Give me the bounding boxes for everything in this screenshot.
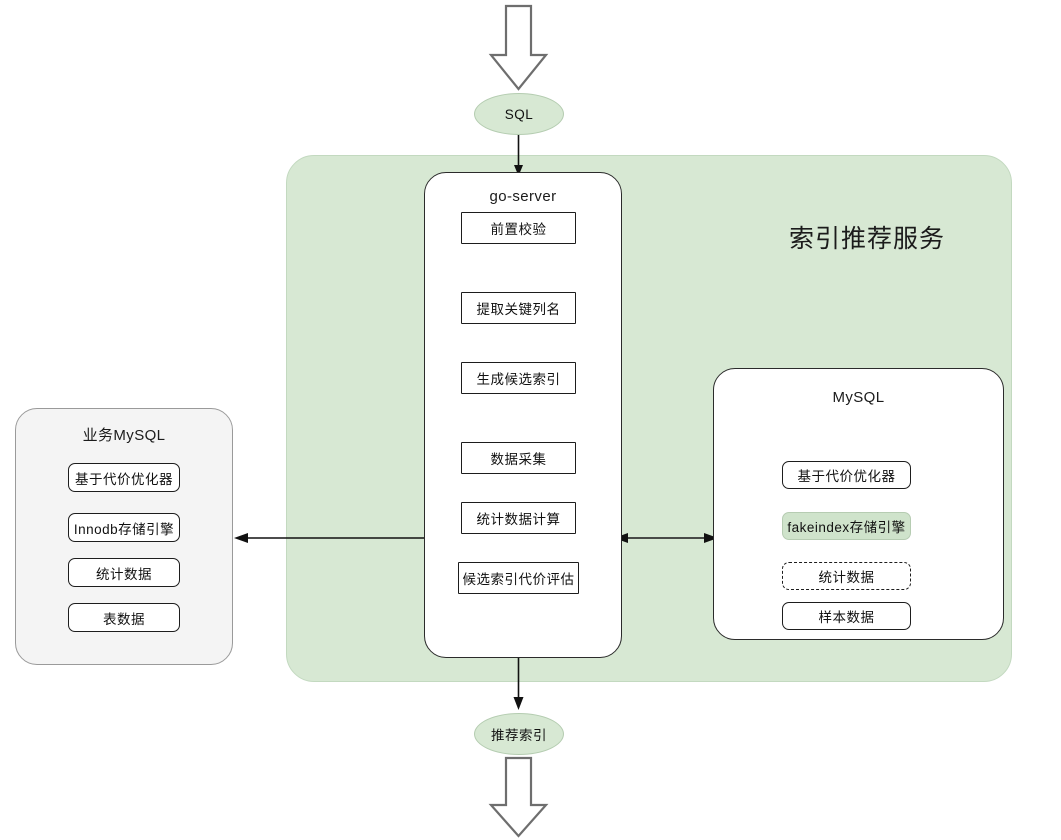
step-label: 提取关键列名 — [476, 302, 561, 317]
step-data-collection[interactable]: 数据采集 — [461, 442, 576, 474]
step-candidate-index-cost-evaluation[interactable]: 候选索引代价评估 — [458, 562, 579, 594]
business-mysql-item-cost-optimizer[interactable]: 基于代价优化器 — [68, 463, 180, 492]
step-label: 统计数据计算 — [476, 512, 561, 527]
step-label: 前置校验 — [490, 222, 547, 237]
sql-input-label: SQL — [504, 106, 534, 122]
fake-mysql-title: MySQL — [832, 389, 885, 406]
step-statistics-computation[interactable]: 统计数据计算 — [461, 502, 576, 534]
go-server-title: go-server — [489, 188, 557, 205]
recommended-index-output-node[interactable]: 推荐索引 — [474, 713, 564, 755]
business-mysql-item-innodb-engine[interactable]: Innodb存储引擎 — [68, 513, 180, 542]
fake-mysql-item-fakeindex-engine[interactable]: fakeindex存储引擎 — [782, 512, 911, 540]
step-label: 候选索引代价评估 — [462, 572, 575, 587]
item-label: 样本数据 — [818, 610, 875, 625]
fake-mysql-item-statistics[interactable]: 统计数据 — [782, 562, 911, 590]
item-label: 基于代价优化器 — [75, 471, 173, 487]
step-extract-key-columns[interactable]: 提取关键列名 — [461, 292, 576, 324]
step-label: 生成候选索引 — [476, 372, 561, 387]
business-mysql-item-statistics[interactable]: 统计数据 — [68, 558, 180, 587]
step-label: 数据采集 — [490, 452, 547, 467]
step-pre-check[interactable]: 前置校验 — [461, 212, 576, 244]
sql-input-node[interactable]: SQL — [474, 93, 564, 135]
service-region-title: 索引推荐服务 — [788, 225, 945, 253]
fake-mysql-item-sample-data[interactable]: 样本数据 — [782, 602, 911, 630]
business-mysql-item-table-data[interactable]: 表数据 — [68, 603, 180, 632]
step-generate-candidate-index[interactable]: 生成候选索引 — [461, 362, 576, 394]
top-block-arrow-icon — [488, 4, 549, 91]
fake-mysql-panel: MySQL — [713, 368, 1004, 640]
item-label: 统计数据 — [818, 570, 875, 585]
bottom-block-arrow-icon — [488, 756, 549, 838]
item-label: 统计数据 — [96, 566, 152, 582]
fake-mysql-item-cost-optimizer[interactable]: 基于代价优化器 — [782, 461, 911, 489]
recommended-index-label: 推荐索引 — [491, 728, 547, 743]
item-label: Innodb存储引擎 — [73, 521, 175, 537]
business-mysql-title: 业务MySQL — [82, 427, 166, 444]
item-label: fakeindex存储引擎 — [787, 520, 906, 535]
item-label: 表数据 — [103, 611, 145, 627]
item-label: 基于代价优化器 — [797, 469, 896, 484]
